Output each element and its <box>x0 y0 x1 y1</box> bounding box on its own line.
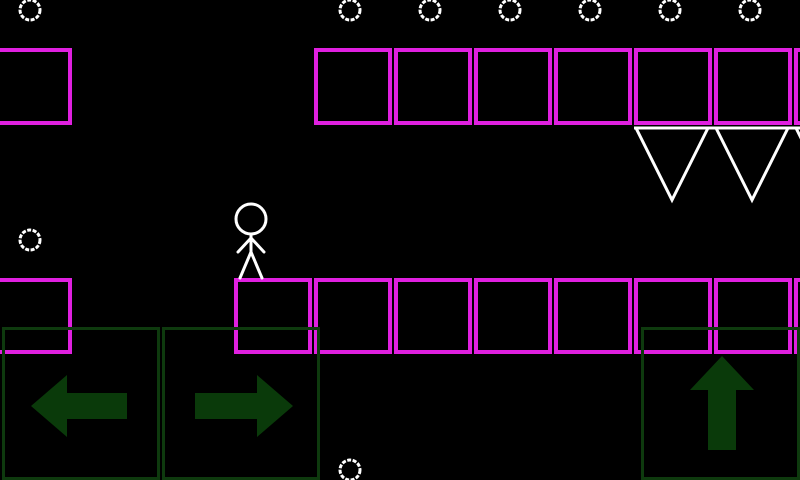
lower-platform <box>0 278 800 354</box>
coin-icon <box>498 0 522 22</box>
spike <box>634 127 710 204</box>
coin-icon <box>418 0 442 22</box>
coin-icon <box>18 228 42 252</box>
block <box>794 278 800 354</box>
coin-icon <box>18 0 42 22</box>
spike <box>794 127 800 140</box>
coin-icon <box>338 458 362 480</box>
move-left-button[interactable] <box>2 327 160 480</box>
arrow-left-icon <box>31 375 127 437</box>
block <box>0 48 72 125</box>
jump-button[interactable] <box>641 327 800 480</box>
coin-icon <box>578 0 602 22</box>
upper-platform <box>0 48 800 125</box>
stick-figure-icon <box>234 202 268 280</box>
block <box>474 278 552 354</box>
coin-icon <box>338 0 362 22</box>
block <box>394 278 472 354</box>
block <box>714 48 792 125</box>
block <box>394 48 472 125</box>
block <box>554 278 632 354</box>
player-head <box>234 202 268 236</box>
block <box>0 278 72 354</box>
coin-icon <box>738 0 762 22</box>
block <box>714 278 792 354</box>
block <box>554 48 632 125</box>
arrow-right-icon <box>195 375 293 437</box>
block <box>794 48 800 125</box>
coin-icon <box>658 0 682 22</box>
player-leg <box>238 250 253 280</box>
player-leg <box>249 250 264 280</box>
block <box>474 48 552 125</box>
block <box>634 278 712 354</box>
block <box>314 278 392 354</box>
arrow-up-icon <box>690 356 754 450</box>
spikes <box>634 126 800 204</box>
block <box>314 48 392 125</box>
block <box>634 48 712 125</box>
coins <box>18 0 762 480</box>
block <box>234 278 312 354</box>
spike <box>714 127 790 204</box>
player-arm <box>249 236 266 254</box>
move-right-button[interactable] <box>162 327 320 480</box>
player-arm <box>236 236 253 254</box>
